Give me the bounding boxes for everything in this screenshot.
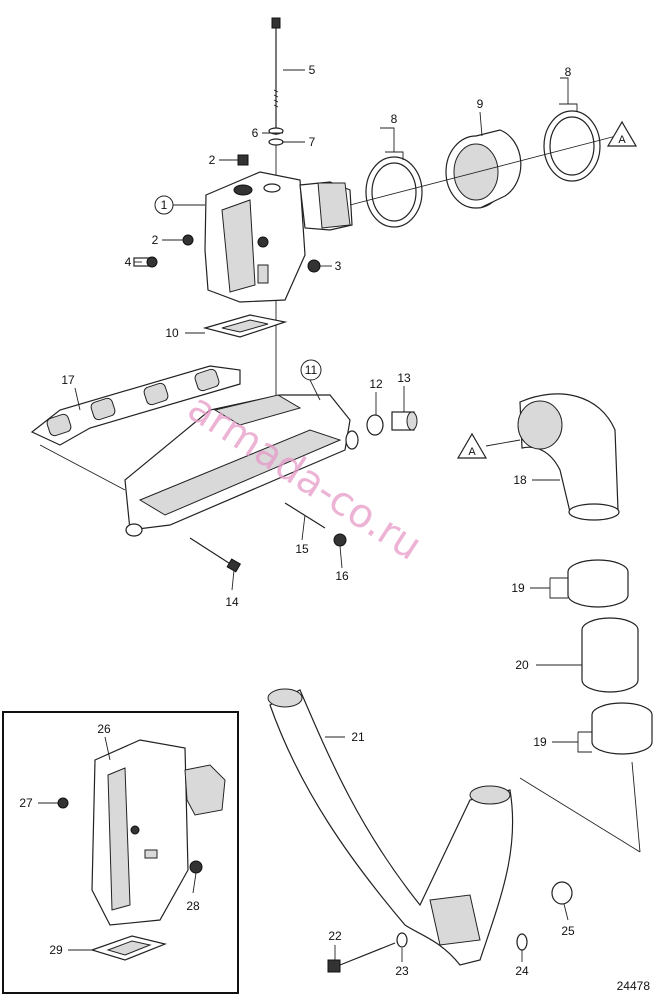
callout-12: 12 [369,377,383,391]
part-21-y-pipe [267,688,514,966]
part-28-plug [189,860,203,874]
callout-18: 18 [513,473,527,487]
callout-circle-1 [154,195,174,215]
callout-15: 15 [295,542,309,556]
part-7-washer [268,138,284,146]
part-26-exhaust-elbow [91,739,226,926]
part-27-plug [57,797,69,809]
callout-28: 28 [186,899,200,913]
part-24-o-ring [516,933,528,951]
reference-triangle-a-left [456,432,488,459]
callout-27: 27 [19,796,33,810]
callout-2-side: 2 [152,233,159,247]
callout-26: 26 [97,722,111,736]
callout-8-left: 8 [391,112,398,126]
callout-2-top: 2 [209,153,216,167]
drawing-number: 24478 [617,979,651,993]
part-25-o-ring [551,881,573,905]
callout-25: 25 [561,924,575,938]
ref-label-a-top: A [618,134,626,146]
callout-23: 23 [395,964,409,978]
part-10-gasket [202,314,288,338]
inset-frame [2,711,239,994]
part-16-nut [333,533,347,547]
part-3-plug [307,259,321,273]
part-12-clamp [366,414,384,436]
part-22-bolt [327,942,396,973]
callout-13: 13 [397,371,411,385]
part-29-gasket [90,935,167,961]
callout-19-upper: 19 [511,581,525,595]
callout-11: 11 [305,363,318,377]
part-8-clamp-left [365,156,423,228]
callout-8-right: 8 [565,65,572,79]
callout-7: 7 [309,135,316,149]
callout-1: 1 [161,198,168,212]
reference-triangle-a-top [606,120,638,147]
callout-6: 6 [252,126,259,140]
callout-17: 17 [61,373,75,387]
leader-lines [38,69,592,962]
callout-10: 10 [165,326,179,340]
part-6-washer [268,127,284,135]
part-19-clamp-lower [591,702,653,755]
part-14-bolt [189,537,242,573]
callout-circle-11 [300,359,322,381]
part-18-exhaust-pipe [517,393,620,521]
callout-14: 14 [225,595,239,609]
callout-24: 24 [515,964,529,978]
part-20-rubber-hose [581,617,639,693]
callout-4: 4 [125,255,132,269]
callout-16: 16 [335,569,349,583]
part-4-fitting [133,256,158,268]
part-1-exhaust-elbow [204,171,353,303]
callout-21: 21 [351,730,365,744]
ref-label-a-left: A [468,446,476,458]
part-9-rubber-sleeve [445,129,522,209]
callout-5: 5 [309,63,316,77]
callout-20: 20 [515,658,529,672]
callout-3: 3 [335,259,342,273]
part-23-washer [396,932,408,948]
callout-9: 9 [477,97,484,111]
part-11-exhaust-manifold [124,394,359,537]
part-17-manifold-gasket [30,365,241,446]
part-19-clamp-upper [567,559,629,608]
part-2-plug-side [182,234,194,246]
callout-22: 22 [328,929,342,943]
part-5-long-bolt [271,17,281,135]
part-number-labels: 1 2 2 3 4 5 6 7 8 9 8 10 11 12 13 14 15 … [19,63,575,978]
part-8-clamp-right [543,110,601,182]
part-13-sleeve [391,411,418,431]
part-2-plug-top [237,154,249,166]
callout-29: 29 [49,943,63,957]
callout-19-lower: 19 [533,735,547,749]
